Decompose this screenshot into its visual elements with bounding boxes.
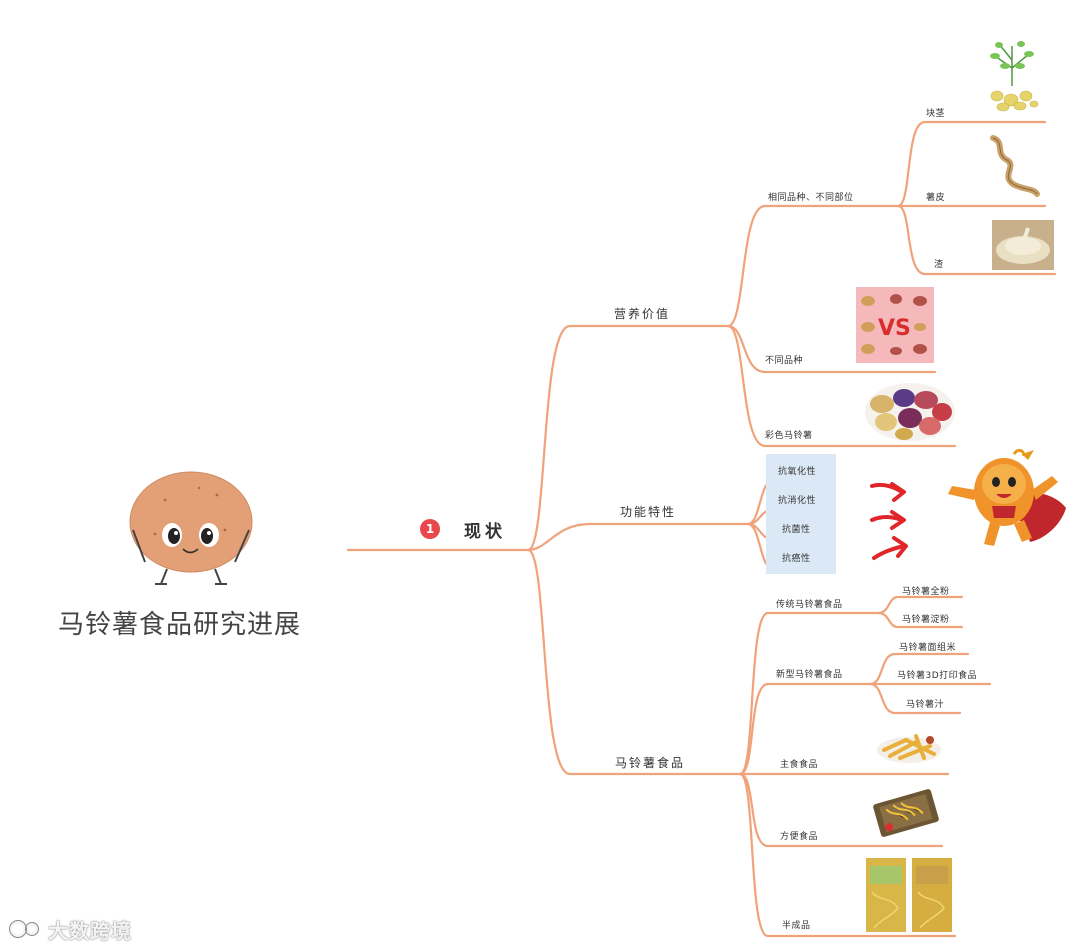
node-diff-variety[interactable]: 不同品种 [765,353,803,366]
node-potato-3d-printing[interactable]: 马铃薯3D打印食品 [897,668,977,681]
node-convenience-foods[interactable]: 方便食品 [780,829,818,842]
watermark-text: 大数跨境 [48,915,132,944]
potato-residue-icon [992,220,1054,270]
connector-traditional [740,613,878,774]
potato-plant-icon [985,38,1040,113]
node-functional[interactable]: 功能特性 [620,503,676,520]
node-potato-juice[interactable]: 马铃薯汁 [906,697,944,710]
watermark: 大数跨境 [8,914,132,944]
node-foods[interactable]: 马铃薯食品 [615,754,685,771]
node-anti-digestion[interactable]: 抗消化性 [778,493,816,506]
node-staple-foods[interactable]: 主食食品 [780,757,818,770]
connector-functional [528,524,748,550]
connector-trad-1 [878,597,962,613]
node-antibacterial[interactable]: 抗菌性 [782,522,811,535]
node-novel-foods[interactable]: 新型马铃薯食品 [776,667,843,680]
colored-potatoes-icon [864,382,956,442]
super-potato-hero-icon [944,446,1069,550]
root-title: 马铃薯食品研究进展 [58,604,301,641]
potato-varieties-icon: VS [856,287,934,363]
node-colored-potato[interactable]: 彩色马铃薯 [765,428,813,441]
node-potato-starch[interactable]: 马铃薯淀粉 [902,612,950,625]
node-antioxidant[interactable]: 抗氧化性 [778,464,816,477]
potato-mascot-icon [125,470,260,590]
node-anticancer[interactable]: 抗癌性 [782,551,811,564]
potato-peel-icon [983,132,1043,202]
watermark-logo-icon [8,917,44,941]
red-arrows-icon [868,476,916,568]
node-traditional-foods[interactable]: 传统马铃薯食品 [776,597,843,610]
node-potato-noodles-rice[interactable]: 马铃薯面组米 [899,640,956,653]
instant-food-package-icon [870,788,942,838]
main-node-badge: 1 [420,519,440,539]
node-part-tuber[interactable]: 块茎 [926,106,945,119]
node-part-peel[interactable]: 薯皮 [926,190,945,203]
fries-icon [876,728,942,764]
connector-foods [528,550,740,774]
node-part-residue[interactable]: 渣 [934,257,944,270]
vs-text: VS [878,316,911,341]
node-same-variety[interactable]: 相同品种、不同部位 [768,190,854,203]
node-nutrition[interactable]: 营养价值 [614,305,670,322]
semi-finished-products-icon [866,858,952,932]
node-potato-flour[interactable]: 马铃薯全粉 [902,584,950,597]
main-node-label: 现状 [464,517,506,542]
main-node[interactable]: 1 现状 [420,516,506,542]
node-semi-finished[interactable]: 半成品 [782,918,811,931]
